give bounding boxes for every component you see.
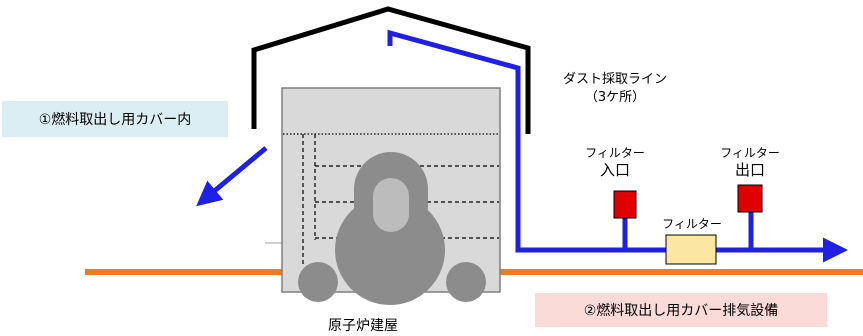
filter-outlet-label-bottom: 出口 (734, 161, 765, 179)
fuel-removal-cover-outline (251, 6, 531, 134)
cover-exhaust-label: ②燃料取出し用カバー排気設備 (535, 293, 827, 327)
filter-outlet-sampling-point (737, 184, 763, 213)
reactor-building-label: 原子炉建屋 (328, 318, 398, 334)
dust-sampling-count-label: （3ケ所） (584, 90, 646, 105)
interior-airflow-arrow (196, 146, 268, 207)
filter-unit (665, 234, 717, 265)
filter-outlet-label-top: フィルター (720, 146, 780, 160)
reactor-vessel (298, 152, 486, 305)
dust-sampling-line-label: ダスト採取ライン (562, 72, 667, 87)
filter-unit-label: フィルター (662, 217, 722, 231)
cover-inner-label: ①燃料取出し用カバー内 (2, 101, 228, 137)
filter-inlet-label-bottom: 入口 (599, 161, 630, 179)
filter-inlet-label-top: フィルター (585, 146, 645, 160)
filter-inlet-sampling-point (613, 190, 637, 219)
